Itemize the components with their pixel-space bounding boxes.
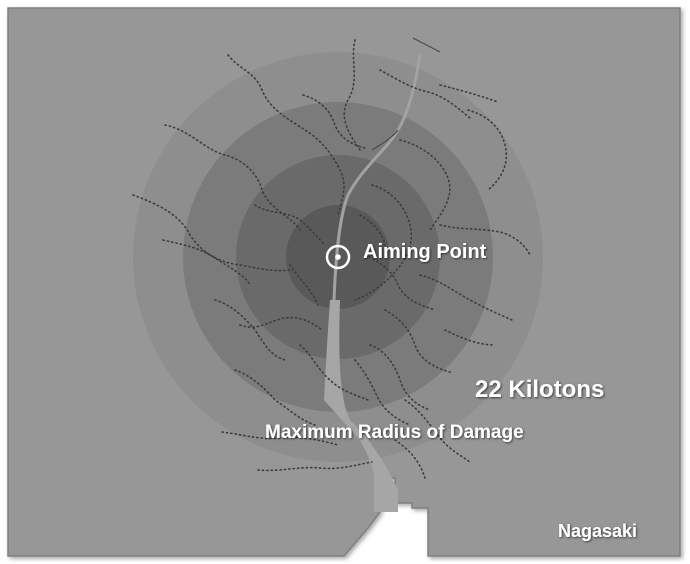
target-icon — [325, 244, 351, 270]
radius-label: Maximum Radius of Damage — [265, 422, 524, 443]
city-label: Nagasaki — [558, 521, 637, 541]
aiming-point-label: Aiming Point — [363, 241, 487, 263]
yield-label: 22 Kilotons — [475, 376, 604, 403]
harbor-inlet — [324, 300, 398, 512]
river — [332, 54, 422, 301]
road-network — [132, 39, 531, 479]
river-branch — [371, 37, 441, 151]
